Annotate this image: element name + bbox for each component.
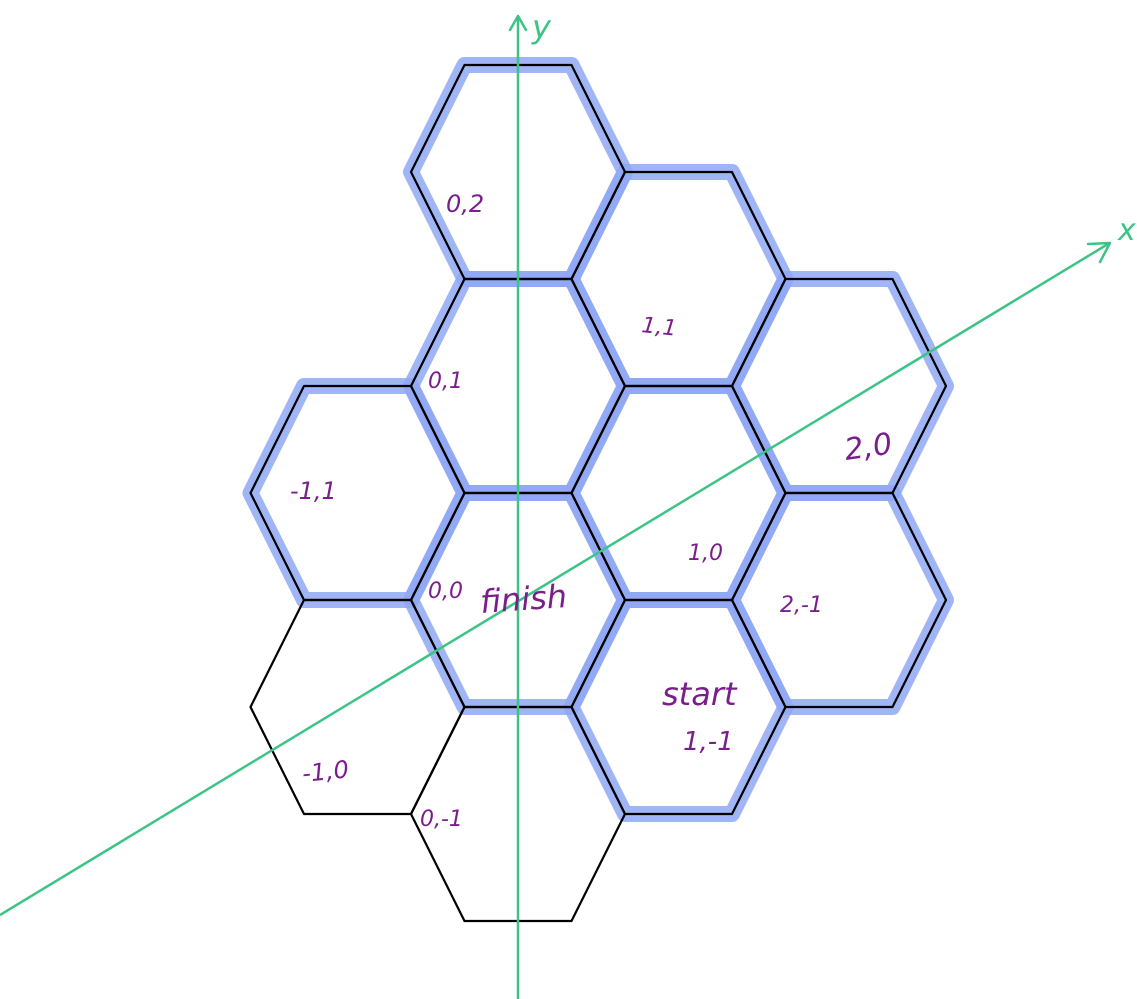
hex-label-0-0: 0,0	[428, 579, 463, 604]
x-axis-label: x	[1117, 213, 1136, 248]
y-axis-arrowhead	[508, 14, 528, 32]
hex-labels: 0,2 0,1 1,1 2,0 -1,1 0,0 1,0 2,-1 1,-1 -…	[290, 190, 894, 832]
hex-label-0-2: 0,2	[446, 190, 484, 218]
hex-label--1-0: -1,0	[301, 755, 350, 788]
hex-label-1-1: 1,1	[640, 313, 677, 342]
hex-cells-layer	[249, 63, 948, 923]
hex-label-2--1: 2,-1	[780, 593, 823, 618]
hex-label-1--1: 1,-1	[683, 727, 734, 757]
hex-label-0-1: 0,1	[428, 369, 463, 394]
y-axis-label: y	[531, 8, 552, 46]
hex-label-2-0: 2,0	[842, 427, 894, 468]
finish-label: finish	[479, 577, 568, 621]
hex-cell-0_-1	[409, 705, 627, 923]
x-axis-arrowhead	[1086, 241, 1112, 264]
hex-label--1-1: -1,1	[290, 477, 337, 505]
hex-label-1-0: 1,0	[688, 541, 723, 566]
hex-label-0--1: 0,-1	[420, 807, 463, 832]
x-axis	[0, 242, 1109, 917]
start-label: start	[662, 675, 738, 713]
